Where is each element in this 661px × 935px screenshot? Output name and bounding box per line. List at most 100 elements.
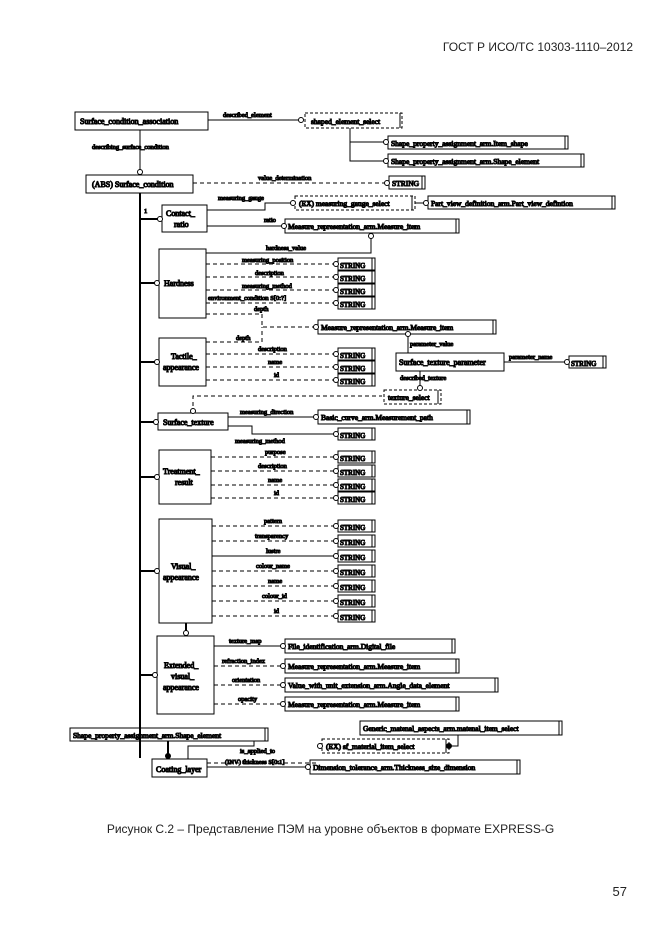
string-labels: STRING STRING STRING STRING STRING STRIN…: [340, 262, 597, 623]
label-extended-1: Extended_: [164, 661, 199, 670]
svg-text:measuring_method: measuring_method: [235, 438, 286, 445]
svg-text:STRING: STRING: [340, 352, 365, 360]
svg-text:ratio: ratio: [264, 217, 276, 224]
entity-coating-layer: [151, 758, 208, 778]
label-measure-item-depth: Measure_representation_arm.Measure_item: [321, 323, 453, 332]
svg-text:is_applied_to: is_applied_to: [240, 748, 275, 755]
svg-text:id: id: [274, 490, 280, 497]
label-contact-ratio-1: Contact_: [166, 209, 196, 218]
svg-text:environment_condition S[0:?]: environment_condition S[0:?]: [208, 295, 286, 302]
svg-text:refraction_index: refraction_index: [222, 658, 266, 665]
svg-text:STRING: STRING: [340, 432, 365, 440]
svg-text:STRING: STRING: [340, 524, 365, 532]
svg-text:value_determination: value_determination: [258, 175, 312, 182]
svg-text:texture_map: texture_map: [229, 638, 262, 645]
svg-text:STRING: STRING: [340, 288, 365, 296]
svg-text:STRING: STRING: [340, 599, 365, 607]
svg-text:STRING: STRING: [340, 614, 365, 622]
svg-text:lustre: lustre: [266, 548, 281, 555]
label-surface-condition: (ABS) Surface_condition: [92, 180, 174, 189]
entity-visual-appearance: [158, 518, 213, 624]
label-treatment-2: result: [175, 478, 194, 487]
svg-text:STRING: STRING: [340, 301, 365, 309]
label-contact-ratio-2: ratio: [174, 220, 189, 229]
entity-treatment-result: [158, 449, 212, 505]
svg-text:measuring_direction: measuring_direction: [240, 409, 294, 416]
svg-text:transparency: transparency: [255, 533, 289, 540]
label-shaped-element-select: shaped_element_select: [311, 117, 381, 126]
label-tactile-2: appearance: [163, 363, 199, 372]
label-tactile-1: Tactile_: [171, 352, 198, 361]
select-shaped-element: [304, 112, 403, 129]
svg-text:description: description: [258, 346, 288, 353]
svg-text:parameter_value: parameter_value: [410, 341, 453, 348]
label-surface-condition-association: Surface_condition_association: [80, 117, 178, 126]
svg-text:STRING: STRING: [340, 496, 365, 504]
label-item-shape: Shape_property_assignment_arm.Item_shape: [391, 139, 529, 148]
svg-text:described_texture: described_texture: [400, 375, 446, 382]
label-generic-material: Generic_matenal_aspects_arm.matenal_item…: [363, 724, 519, 733]
entity-surface-condition-association: [74, 111, 209, 131]
svg-text:description: description: [255, 270, 285, 277]
label-hardness: Hardness: [164, 279, 194, 288]
svg-text:STRING: STRING: [340, 483, 365, 491]
label-surface-texture: Surface_texture: [163, 418, 214, 427]
label-texture-parameter: Surface_texture_parameter: [399, 358, 486, 367]
label-angle-data: Value_with_unit_extension_arm.Angle_data…: [288, 681, 450, 690]
string-types: [337, 175, 607, 623]
svg-text:depth: depth: [236, 335, 251, 342]
svg-text:depth: depth: [254, 306, 269, 313]
figure-caption: Рисунок С.2 – Представление ПЭМ на уровн…: [106, 822, 555, 836]
label-treatment-1: Treatment_: [163, 467, 201, 476]
svg-text:hardness_value: hardness_value: [266, 245, 306, 252]
svg-text:measuring_gauge: measuring_gauge: [218, 195, 264, 202]
svg-text:measuring_method: measuring_method: [242, 283, 293, 290]
svg-text:measuring_position: measuring_position: [242, 257, 294, 264]
label-coating-layer: Coating_layer: [156, 765, 202, 774]
entity-tactile-appearance: [158, 337, 207, 387]
label-shape-element-left: Shape_property_assignment_arm.Shape_elem…: [73, 731, 222, 740]
label-measure-item-refraction: Measure_representation_arm.Measure_item: [288, 662, 420, 671]
svg-text:name: name: [268, 477, 282, 484]
svg-text:name: name: [268, 578, 282, 585]
svg-text:parameter_name: parameter_name: [509, 354, 552, 361]
label-measure-item-ratio: Measure_representation_arm.Measure_item: [288, 222, 420, 231]
label-measuring-gauge-select: (EX) measuring_gauge_select: [299, 199, 391, 208]
attribute-labels: described_element describing_surface_con…: [92, 112, 553, 767]
svg-text:colour_name: colour_name: [256, 563, 290, 570]
svg-text:pattern: pattern: [264, 518, 283, 525]
string-label: STRING: [392, 179, 420, 188]
select-texture: [383, 389, 442, 405]
svg-text:described_element: described_element: [223, 112, 272, 119]
svg-text:STRING: STRING: [340, 469, 365, 477]
svg-text:STRING: STRING: [340, 275, 365, 283]
page-number: 57: [612, 884, 627, 899]
svg-text:opacity: opacity: [238, 696, 258, 703]
svg-text:description: description: [258, 463, 288, 470]
label-visual-2: appearance: [163, 573, 199, 582]
svg-text:STRING: STRING: [340, 539, 365, 547]
label-basic-curve: Basic_curve_arm.Measurement_path: [321, 413, 433, 422]
svg-text:STRING: STRING: [340, 455, 365, 463]
svg-text:STRING: STRING: [340, 262, 365, 270]
label-digital-file: File_identification_arm.Digital_file: [288, 642, 396, 651]
label-extended-2: visual_: [171, 672, 195, 681]
svg-text:STRING: STRING: [571, 360, 596, 368]
svg-text:describing_surface_condition: describing_surface_condition: [92, 144, 170, 151]
label-extended-3: appearance: [163, 683, 199, 692]
label-sf-material-item-select: (EX) sf_material_item_select: [326, 742, 415, 751]
svg-text:name: name: [268, 359, 282, 366]
label-part-view-definition: Part_view_definition_arm.Part_view_defin…: [431, 199, 573, 208]
svg-text:orientation: orientation: [232, 677, 261, 684]
svg-text:id: id: [274, 372, 280, 379]
svg-text:STRING: STRING: [340, 554, 365, 562]
svg-text:purpose: purpose: [265, 449, 286, 456]
ref-generic-material: [359, 720, 563, 736]
svg-text:STRING: STRING: [340, 378, 365, 386]
svg-text:id: id: [274, 608, 280, 615]
label-shape-element: Shape_property_assignment_arm.Shape_elem…: [391, 157, 540, 166]
svg-text:STRING: STRING: [340, 584, 365, 592]
svg-text:STRING: STRING: [340, 365, 365, 373]
label-visual-1: Visual_: [171, 562, 196, 571]
